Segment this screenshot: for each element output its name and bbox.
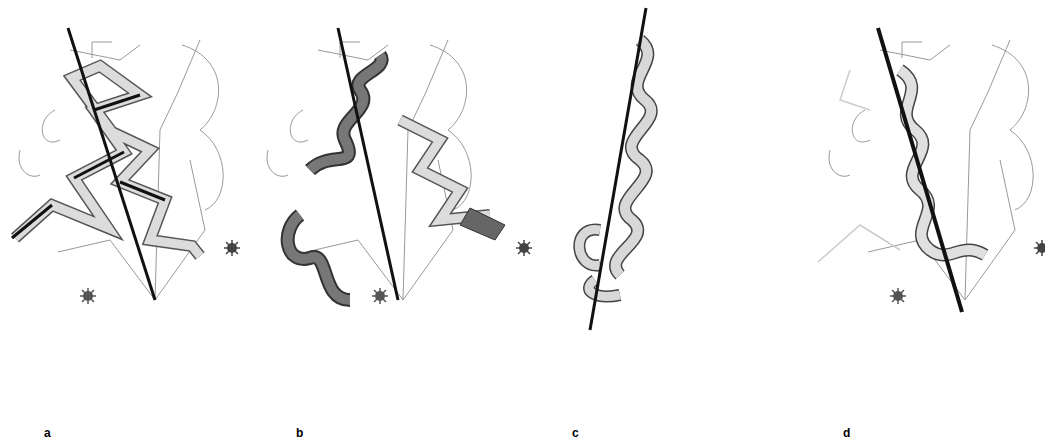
panel-letter: c <box>572 427 579 439</box>
panel-d-structure <box>818 28 1045 312</box>
panel-b-structure <box>267 28 532 304</box>
panel-letter: b <box>296 427 303 439</box>
panel-letter: a <box>44 427 51 439</box>
panel-c-structure <box>579 8 651 330</box>
panel-a-structure <box>12 28 240 304</box>
panel-letter: d <box>843 427 850 439</box>
